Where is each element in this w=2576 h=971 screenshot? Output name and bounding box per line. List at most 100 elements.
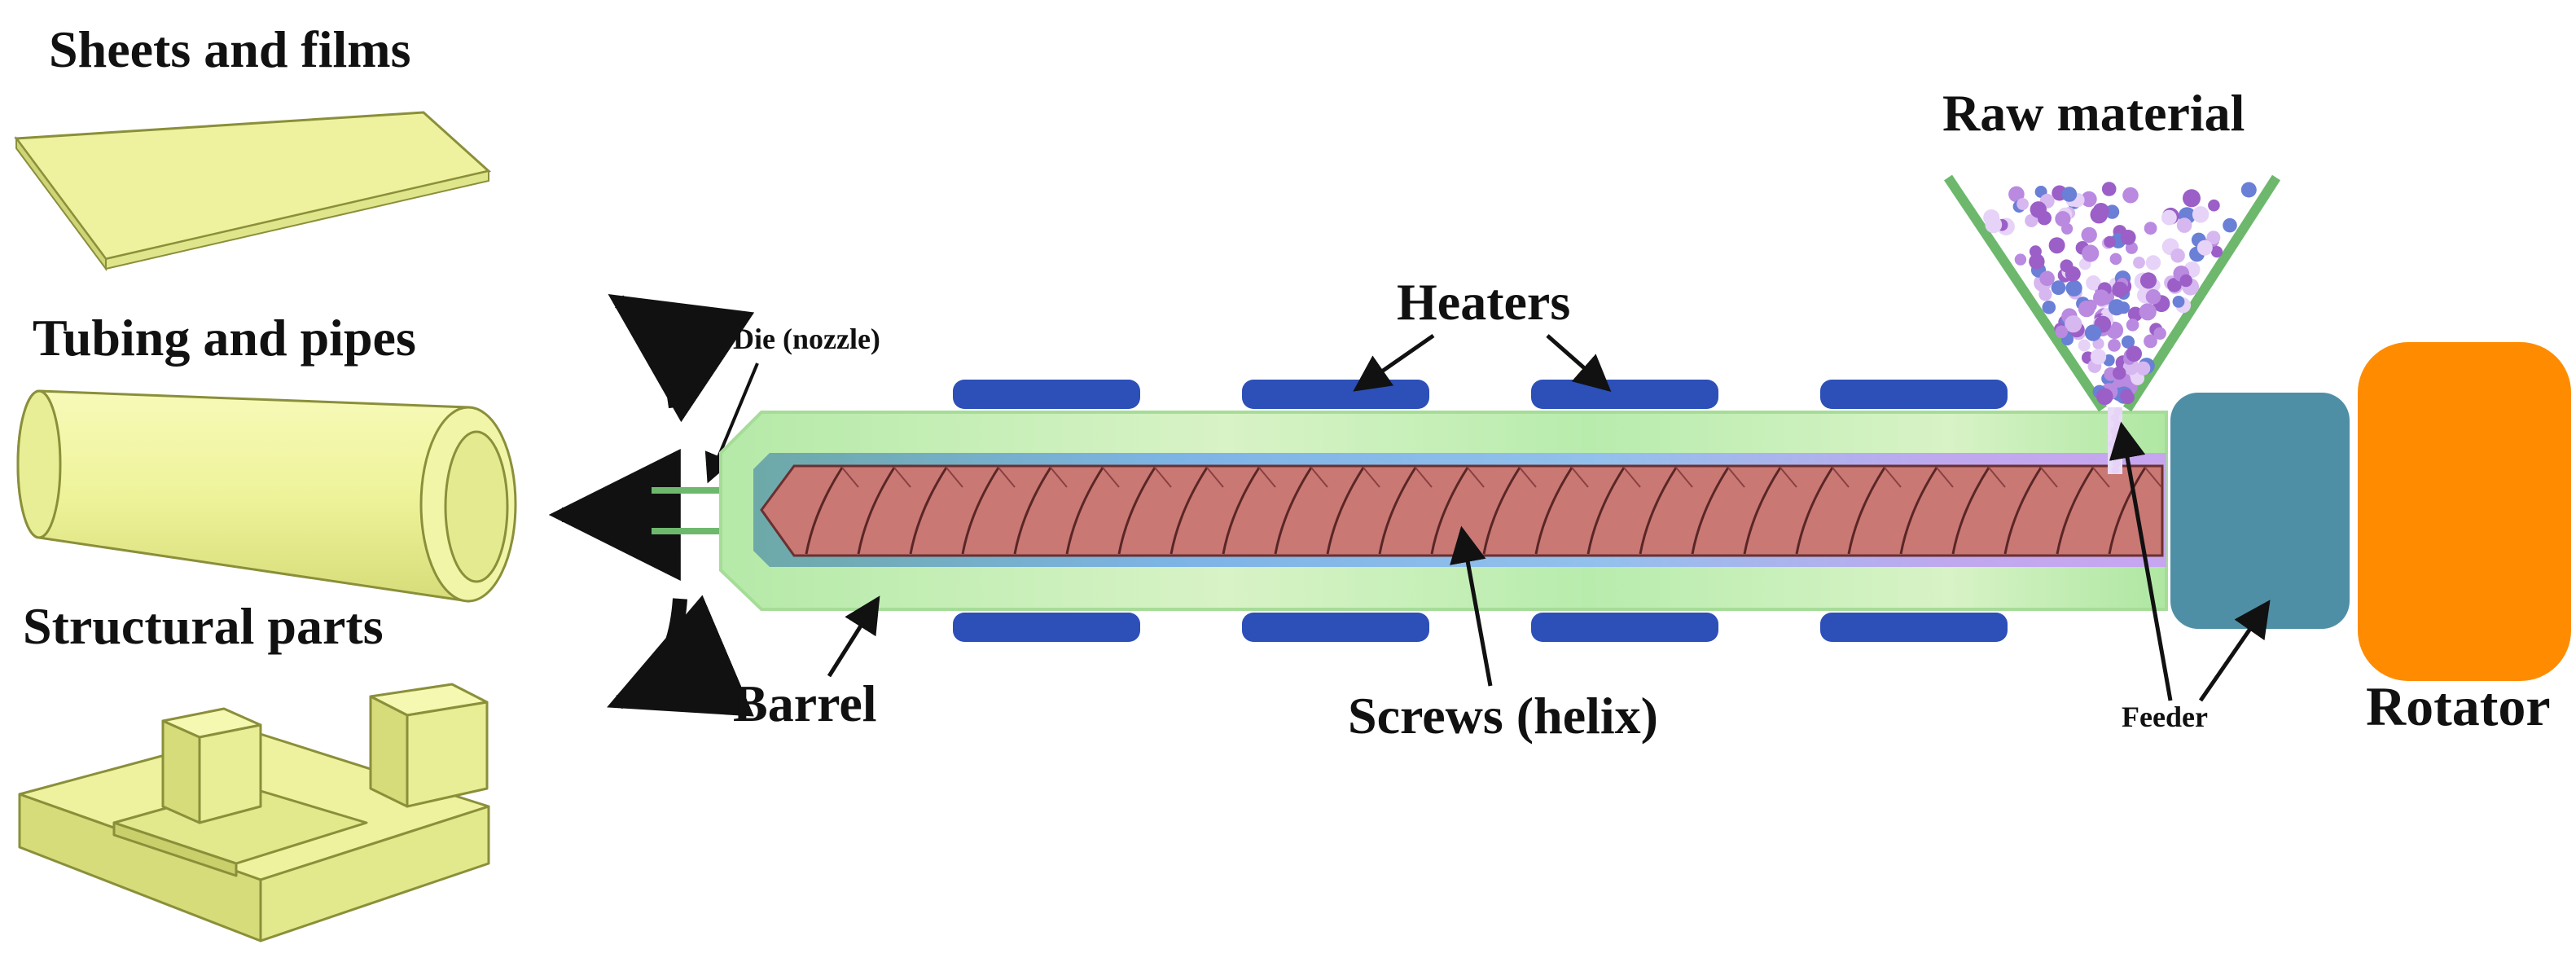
pellet [2008, 186, 2025, 203]
screw-flight-edge [1154, 467, 1172, 488]
pellet [2153, 327, 2166, 340]
pellet [1983, 209, 2000, 226]
label-heaters: Heaters [1397, 273, 1570, 331]
pellet [2111, 466, 2120, 474]
screw-flight-edge [946, 467, 963, 488]
heater [1531, 380, 1718, 409]
label-barrel: Barrel [733, 674, 877, 732]
pellet [2126, 345, 2142, 362]
screw-flight-edge [1988, 467, 2006, 488]
pellet [2096, 388, 2113, 406]
label-structural-parts: Structural parts [23, 597, 384, 655]
screw-flight [1586, 467, 1626, 555]
screw-flight [1117, 467, 1156, 555]
structural-product [18, 683, 490, 942]
screw-flight [1743, 467, 1782, 555]
pellet [2240, 182, 2257, 198]
feeder-pointer-1 [2109, 421, 2173, 701]
screw-flight-edge [1623, 467, 1641, 488]
rotator [2358, 342, 2571, 681]
pipe-product [16, 389, 517, 603]
heater-pointer-1 [1353, 333, 1435, 392]
pellet [2113, 407, 2122, 415]
screw-flight [1951, 467, 1990, 555]
pellet [2136, 361, 2151, 376]
screw-flight-edge [1727, 467, 1745, 488]
screw-flight [1430, 467, 1469, 555]
pellet [2108, 299, 2125, 316]
screw-flight [1639, 467, 1678, 555]
pellet [2101, 182, 2117, 196]
pellet [2086, 275, 2101, 291]
heaters-bottom [953, 613, 2008, 642]
pellet [2065, 279, 2082, 297]
pellet [2081, 191, 2097, 208]
pellet [2167, 278, 2182, 292]
screw-flight [1326, 467, 1365, 555]
pellet [2223, 217, 2237, 233]
pellet [2016, 198, 2030, 210]
pellet [2078, 300, 2095, 318]
pellet [2061, 187, 2078, 202]
pellet [2127, 306, 2143, 322]
pellet [2161, 209, 2177, 226]
screw-flight-edge [1415, 467, 1433, 488]
curved-arrow-icon [548, 294, 755, 717]
pellet [2090, 349, 2107, 365]
screw-flight [1847, 467, 1886, 555]
screw-flight-edge [1832, 467, 1850, 488]
pellet [2176, 217, 2192, 233]
screw-flight [2108, 467, 2147, 555]
screw-flight [909, 467, 948, 555]
screw-flight-edge [1258, 467, 1276, 488]
screw-flight-edge [2040, 467, 2058, 488]
screw-flight [2003, 467, 2043, 555]
pellet [2179, 274, 2192, 288]
label-rotator: Rotator [2366, 675, 2551, 737]
label-sheets-and-films: Sheets and films [49, 20, 411, 78]
pellet [2112, 281, 2128, 298]
screw-helix [760, 464, 2164, 557]
screw-flight [1274, 467, 1313, 555]
screw-flight-edge [998, 467, 1016, 488]
barrel-pointer [827, 595, 880, 678]
pellet [2081, 226, 2097, 244]
pellet [2208, 199, 2220, 212]
screw-flight-edge [1467, 467, 1485, 488]
pellet [2145, 289, 2161, 305]
pellet [2108, 339, 2121, 352]
screw-flight-edge [1310, 467, 1328, 488]
pellet [2139, 303, 2157, 321]
pellet [2078, 339, 2091, 352]
pellet [2139, 272, 2157, 289]
pellet [2111, 414, 2120, 422]
heater [1242, 380, 1429, 409]
screw-flights [805, 467, 2162, 555]
label-raw-material: Raw material [1942, 84, 2245, 142]
pellet [2104, 235, 2116, 248]
pellet [2048, 237, 2065, 254]
pellet [2122, 187, 2139, 204]
pellet [2121, 390, 2135, 405]
screw-flight [1534, 467, 1573, 555]
pellet [2172, 296, 2185, 308]
label-screws-helix: Screws (helix) [1348, 687, 1658, 745]
screw-flight-edge [1363, 467, 1380, 488]
pellet [2065, 315, 2082, 333]
screw-flight [1013, 467, 1052, 555]
screw-flight-edge [2144, 467, 2162, 488]
screw-flight-edge [1050, 467, 1068, 488]
pellet [2055, 211, 2071, 227]
heater-pointer-2 [1546, 334, 1612, 392]
pellet [2051, 280, 2066, 296]
label-tubing-and-pipes: Tubing and pipes [33, 309, 416, 367]
pellet [2065, 266, 2081, 282]
pellet [2029, 253, 2045, 270]
pellet [2206, 231, 2221, 244]
pellet [2042, 301, 2056, 314]
pellet [2126, 319, 2139, 332]
screw-flight-edge [1519, 467, 1537, 488]
screw-flight-edge [1936, 467, 1954, 488]
heater [1242, 613, 1429, 642]
